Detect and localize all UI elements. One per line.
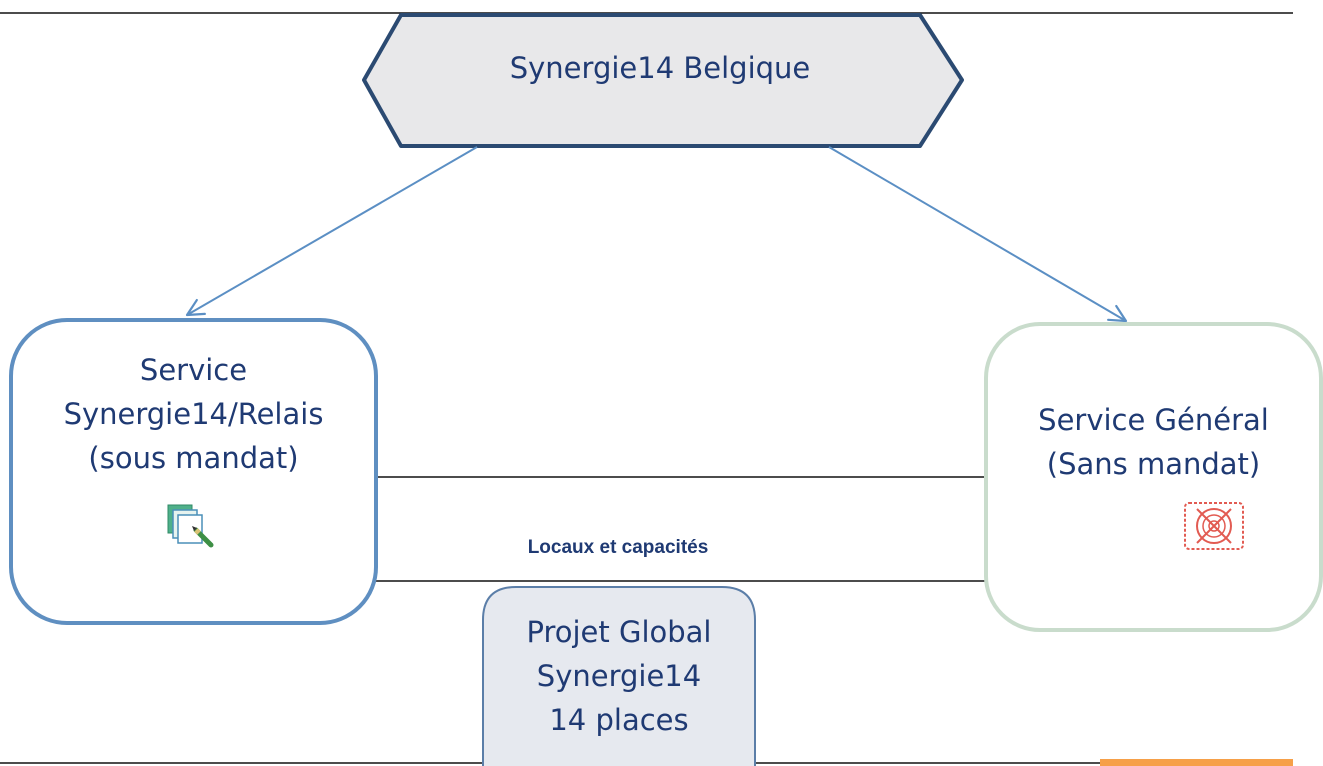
bottom-node-line-3: 14 places	[549, 703, 689, 737]
left-box	[9, 318, 378, 625]
bottom-node-label: Projet Global Synergie14 14 places	[483, 610, 755, 742]
left-node-line-2: Synergie14/Relais	[63, 397, 324, 431]
edit-document-icon	[167, 504, 214, 548]
arrow-to-right	[828, 146, 1128, 323]
top-hexagon	[362, 13, 964, 148]
left-node-label: Service Synergie14/Relais (sous mandat)	[11, 348, 376, 480]
left-node-line-3: (sous mandat)	[88, 441, 299, 475]
left-node-line-1: Service	[139, 353, 248, 387]
top-node-label: Synergie14 Belgique	[380, 46, 940, 90]
top-node-text: Synergie14 Belgique	[509, 51, 811, 85]
right-box	[984, 322, 1323, 632]
bottom-box	[482, 586, 756, 766]
right-node-line-2: (Sans mandat)	[1046, 447, 1261, 481]
arrow-to-left	[185, 146, 478, 317]
right-node-line-1: Service Général	[1038, 403, 1269, 437]
connector-caption: Locaux et capacités	[527, 537, 709, 558]
orange-accent-bar	[1100, 759, 1293, 766]
bottom-node-line-1: Projet Global	[526, 615, 712, 649]
crossed-target-icon	[1184, 502, 1244, 550]
right-node-label: Service Général (Sans mandat)	[986, 398, 1321, 486]
bottom-node-line-2: Synergie14	[536, 659, 702, 693]
